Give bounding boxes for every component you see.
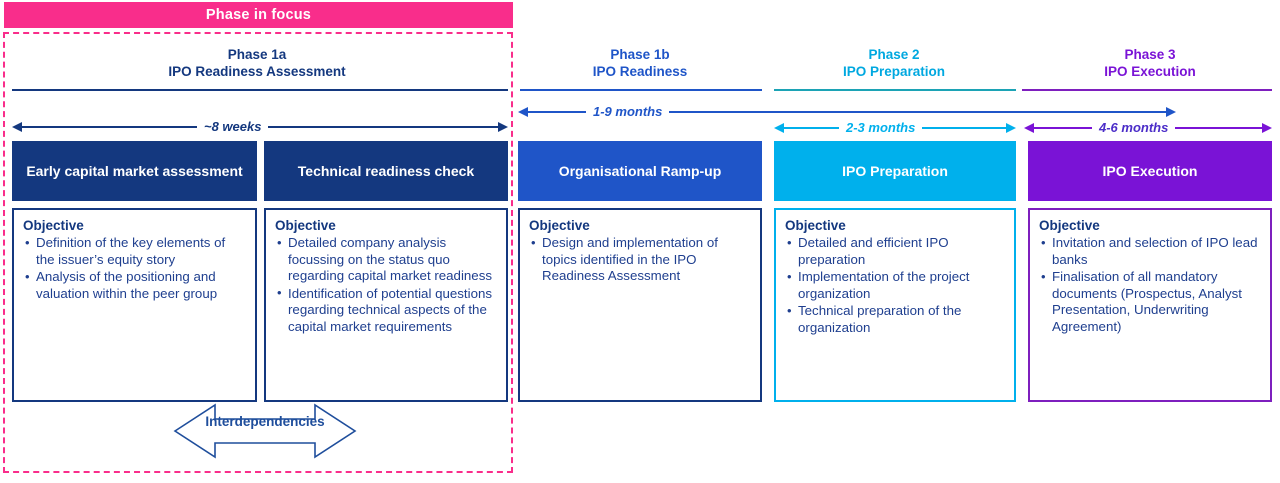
arrow-head-left-icon [1024, 123, 1034, 133]
arrow-head-left-icon [774, 123, 784, 133]
phase-1a-title-line2: IPO Readiness Assessment [168, 64, 346, 79]
phase-3-title-line1: Phase 3 [1124, 47, 1176, 62]
arrow-head-right-icon [498, 122, 508, 132]
objective-bullet-list: Invitation and selection of IPO lead ban… [1039, 234, 1261, 336]
interdependencies-arrow-icon [137, 403, 393, 459]
arrow-head-right-icon [1006, 123, 1016, 133]
objective-heading: Objective [23, 218, 84, 233]
objective-heading: Objective [1039, 218, 1100, 233]
card-header-technical-readiness-check[interactable]: Technical readiness check [264, 141, 508, 201]
phase-1a-title-line1: Phase 1a [227, 47, 287, 62]
interdependencies-label: Interdependencies [205, 414, 325, 429]
list-item: Finalisation of all mandatory documents … [1039, 269, 1261, 335]
card-header-label: IPO Execution [1102, 163, 1198, 179]
phase-3-title: Phase 3 IPO Execution [1028, 46, 1272, 80]
list-item: Detailed company analysis focussing on t… [275, 235, 497, 285]
card-header-label: IPO Preparation [842, 163, 948, 179]
phase-2-rule [774, 89, 1016, 91]
list-item: Definition of the key elements of the is… [23, 234, 246, 268]
duration-line-left [528, 111, 586, 113]
objective-bullet-list: Detailed company analysis focussing on t… [275, 235, 497, 336]
list-item: Identification of potential questions re… [275, 285, 497, 336]
duration-line-right [669, 111, 1166, 113]
arrow-head-right-icon [1166, 107, 1176, 117]
phase-2-duration-label: 2-3 months [846, 120, 916, 135]
objective-bullet-list: Design and implementation of topics iden… [529, 235, 751, 285]
list-item: Design and implementation of topics iden… [529, 235, 751, 285]
objective-bullet-list: Detailed and efficient IPO preparation I… [785, 234, 1005, 337]
phase-1a-duration-label: ~8 weeks [204, 119, 262, 134]
phase-2-title: Phase 2 IPO Preparation [772, 46, 1016, 80]
card-body-ipo-preparation: Objective Detailed and efficient IPO pre… [774, 208, 1016, 402]
phase-3-duration-arrow: 4-6 months [1024, 120, 1272, 136]
card-body-ipo-execution: Objective Invitation and selection of IP… [1028, 208, 1272, 402]
objective-heading: Objective [275, 218, 336, 233]
phase-in-focus-label: Phase in focus [205, 7, 312, 23]
objective-bullet-list: Definition of the key elements of the is… [23, 234, 246, 302]
phase-2-duration-arrow: 2-3 months [774, 120, 1016, 136]
phase-1a-duration-arrow: ~8 weeks [12, 119, 508, 135]
phase-2-title-line1: Phase 2 [868, 47, 920, 62]
phase-1b-title-line1: Phase 1b [610, 47, 670, 62]
duration-line-right [1175, 127, 1262, 129]
duration-line-left [1034, 127, 1092, 129]
card-body-early-capital-market-assessment: Objective Definition of the key elements… [12, 208, 257, 402]
card-body-technical-readiness-check: Objective Detailed company analysis focu… [264, 208, 508, 402]
list-item: Technical preparation of the organizatio… [785, 303, 1005, 336]
card-header-ipo-execution[interactable]: IPO Execution [1028, 141, 1272, 201]
duration-line-right [268, 126, 498, 128]
phase-3-duration-label: 4-6 months [1099, 120, 1169, 135]
phase-1b-rule [520, 89, 762, 91]
arrow-head-right-icon [1262, 123, 1272, 133]
list-item: Invitation and selection of IPO lead ban… [1039, 234, 1261, 268]
duration-line-left [784, 127, 839, 129]
phase-2-title-line2: IPO Preparation [842, 64, 946, 79]
duration-line-right [922, 127, 1006, 129]
phase-1b-title: Phase 1b IPO Readiness [518, 46, 762, 80]
phase-1b-duration-arrow: 1-9 months [518, 104, 1176, 120]
phase-3-rule [1022, 89, 1272, 91]
card-header-early-capital-market-assessment[interactable]: Early capital market assessment [12, 141, 257, 201]
duration-line-left [22, 126, 197, 128]
phase-1b-title-line2: IPO Readiness [592, 64, 688, 79]
card-header-label: Early capital market assessment [26, 163, 243, 179]
card-header-organisational-ramp-up[interactable]: Organisational Ramp-up [518, 141, 762, 201]
phase-1a-title: Phase 1a IPO Readiness Assessment [8, 46, 506, 80]
list-item: Analysis of the positioning and valuatio… [23, 269, 246, 302]
objective-heading: Objective [529, 218, 590, 233]
card-header-label: Organisational Ramp-up [558, 163, 722, 179]
phase-in-focus-banner: Phase in focus [4, 2, 513, 28]
arrow-head-left-icon [518, 107, 528, 117]
phase-3-title-line2: IPO Execution [1104, 64, 1196, 79]
phase-1b-duration-label: 1-9 months [593, 104, 663, 119]
card-header-ipo-preparation[interactable]: IPO Preparation [774, 141, 1016, 201]
card-header-label: Technical readiness check [297, 163, 475, 179]
list-item: Detailed and efficient IPO preparation [785, 234, 1005, 268]
card-body-organisational-ramp-up: Objective Design and implementation of t… [518, 208, 762, 402]
list-item: Implementation of the project organizati… [785, 269, 1005, 302]
phase-1a-rule [12, 89, 508, 91]
arrow-head-left-icon [12, 122, 22, 132]
objective-heading: Objective [785, 218, 846, 233]
